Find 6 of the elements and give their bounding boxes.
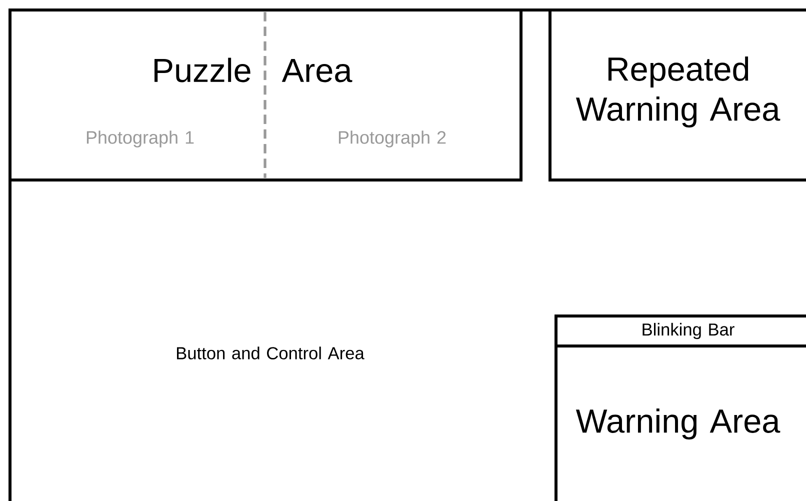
warning-area-box: Repeated Warning Area bbox=[548, 8, 806, 182]
photograph-region: Photograph 1 bbox=[86, 130, 194, 148]
control-area-region: Button and Control Area bbox=[8, 180, 364, 501]
photograph-region: Photograph 2 bbox=[338, 130, 446, 148]
blinking-bar: Blinking Bar bbox=[554, 314, 806, 348]
warning-area-box: Warning Area bbox=[554, 344, 806, 501]
